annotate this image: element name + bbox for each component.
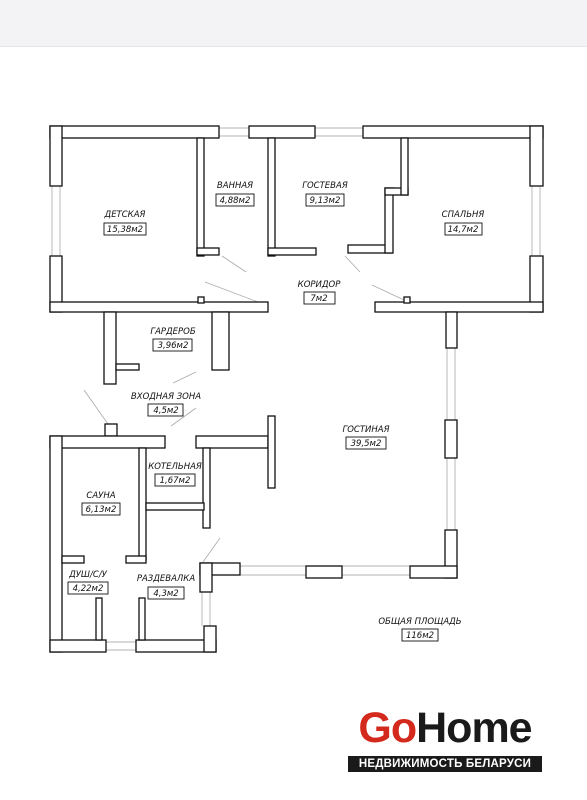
room-name: ВАННАЯ bbox=[217, 181, 253, 191]
logo-tagline: НЕДВИЖИМОСТЬ БЕЛАРУСИ bbox=[348, 756, 542, 772]
total-value: 116м2 bbox=[406, 631, 434, 641]
room-area: 3,96м2 bbox=[158, 341, 189, 351]
room-name: ДЕТСКАЯ bbox=[104, 210, 146, 220]
total-label: ОБЩАЯ ПЛОЩАДЬ bbox=[378, 617, 461, 627]
logo-home: Home bbox=[416, 704, 532, 752]
room-area: 6,13м2 bbox=[86, 505, 117, 515]
windows bbox=[51, 127, 541, 651]
gohome-logo[interactable]: GoHome НЕДВИЖИМОСТЬ БЕЛАРУСИ bbox=[348, 704, 542, 772]
room-area: 4,88м2 bbox=[220, 196, 251, 206]
logo-wordmark: GoHome bbox=[348, 702, 542, 754]
room-area: 1,67м2 bbox=[160, 476, 191, 486]
logo-go: Go bbox=[358, 704, 417, 752]
room-detskaya: ДЕТСКАЯ 15,38м2 bbox=[104, 210, 147, 236]
room-gostevaya: ГОСТЕВАЯ 9,13м2 bbox=[302, 181, 348, 207]
room-area: 4,22м2 bbox=[73, 584, 104, 594]
room-area: 14,7м2 bbox=[448, 225, 479, 235]
room-name: РАЗДЕВАЛКА bbox=[137, 574, 195, 584]
room-vannaya: ВАННАЯ 4,88м2 bbox=[215, 181, 255, 207]
room-koridor: КОРИДОР 7м2 bbox=[298, 280, 342, 305]
room-name: ГАРДЕРОБ bbox=[150, 327, 196, 337]
doors bbox=[83, 255, 405, 563]
room-area: 4,5м2 bbox=[153, 406, 178, 416]
room-name: ГОСТЕВАЯ bbox=[302, 181, 348, 191]
top-bar bbox=[0, 0, 587, 47]
room-name: САУНА bbox=[86, 491, 115, 501]
room-garderob: ГАРДЕРОБ 3,96м2 bbox=[150, 327, 196, 352]
room-area: 39,5м2 bbox=[351, 439, 382, 449]
room-area: 15,38м2 bbox=[107, 225, 143, 235]
room-spalnya: СПАЛЬНЯ 14,7м2 bbox=[442, 210, 485, 236]
room-name: ГОСТИНАЯ bbox=[342, 425, 389, 435]
room-area: 7м2 bbox=[310, 294, 327, 304]
room-name: ДУШ/С/У bbox=[68, 570, 108, 580]
room-razdevalka: РАЗДЕВАЛКА 4,3м2 bbox=[137, 574, 195, 600]
room-area: 4,3м2 bbox=[153, 589, 178, 599]
room-vkhodnaya: ВХОДНАЯ ЗОНА 4,5м2 bbox=[131, 392, 201, 417]
walls bbox=[49, 125, 544, 653]
room-name: СПАЛЬНЯ bbox=[442, 210, 485, 220]
room-name: КОРИДОР bbox=[298, 280, 342, 290]
room-gostinaya: ГОСТИНАЯ 39,5м2 bbox=[342, 425, 390, 450]
room-dush: ДУШ/С/У 4,22м2 bbox=[67, 570, 109, 595]
room-sauna: САУНА 6,13м2 bbox=[81, 491, 121, 516]
room-area: 9,13м2 bbox=[310, 196, 341, 206]
room-name: ВХОДНАЯ ЗОНА bbox=[131, 392, 201, 402]
room-name: КОТЕЛЬНАЯ bbox=[148, 462, 202, 472]
room-kotelnaya: КОТЕЛЬНАЯ 1,67м2 bbox=[148, 462, 202, 487]
total-area: ОБЩАЯ ПЛОЩАДЬ 116м2 bbox=[378, 617, 462, 642]
